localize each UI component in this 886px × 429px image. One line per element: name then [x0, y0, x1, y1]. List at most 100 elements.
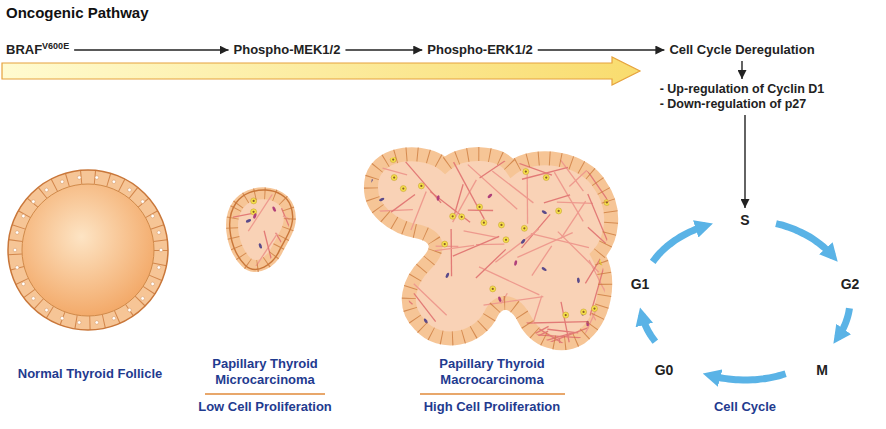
cell-nucleus — [505, 239, 507, 241]
stroma-fiber — [369, 146, 382, 179]
cell-nucleus — [45, 308, 49, 312]
macrocarcinoma — [342, 146, 631, 398]
stroma-fiber — [605, 289, 631, 305]
tumor-cell — [523, 169, 529, 175]
tumor-cell — [418, 183, 424, 189]
stroma-fiber — [383, 168, 408, 175]
stroma-fiber — [557, 202, 593, 203]
cell-nucleus — [32, 200, 36, 204]
cycle-phase: S — [738, 211, 751, 229]
tumor-cell — [503, 237, 509, 243]
stroma-fiber — [491, 324, 524, 333]
cell-nucleus — [492, 288, 494, 290]
tumor-cell — [607, 284, 613, 290]
stroma-fiber — [569, 345, 628, 376]
stroma-fiber — [492, 171, 533, 203]
cell-nucleus — [478, 206, 480, 208]
stroma-fiber — [399, 344, 410, 398]
cell-nucleus — [593, 307, 595, 309]
tumor-cell — [490, 286, 496, 292]
cell-nucleus — [604, 340, 606, 342]
cell-nucleus — [60, 316, 64, 320]
cell-nucleus — [13, 248, 17, 252]
stroma-fiber — [490, 153, 552, 176]
stromal-cell — [541, 266, 547, 271]
cell-nucleus — [582, 311, 584, 313]
stroma-fiber — [374, 271, 413, 304]
cycle-arrow — [837, 308, 849, 338]
cell-nucleus — [461, 216, 463, 218]
tumor-cell — [459, 214, 465, 220]
tumor-cell — [442, 241, 448, 247]
tumor-cell — [391, 175, 397, 181]
stroma-fiber — [531, 234, 589, 248]
cell-nucleus — [15, 231, 19, 235]
stroma-fiber — [554, 172, 583, 221]
stroma-fiber — [569, 151, 607, 186]
stroma-fiber — [517, 339, 543, 357]
effect-list: - Up-regulation of Cyclin D1- Down-regul… — [660, 82, 825, 112]
stromal-cell — [253, 213, 258, 219]
stroma-fiber — [343, 210, 413, 213]
stromal-cell — [516, 341, 522, 344]
tumor-cell — [400, 186, 406, 192]
stroma-fiber — [226, 265, 247, 292]
stroma-fiber — [561, 302, 574, 364]
stroma-fiber — [592, 314, 619, 363]
stroma-fiber — [407, 192, 427, 242]
node-text: G1 — [631, 276, 650, 292]
microcarcinoma — [206, 190, 333, 301]
stromal-cell — [514, 260, 518, 266]
stromal-cell — [379, 197, 385, 202]
cell-nucleus — [60, 180, 64, 184]
stroma-fiber — [487, 326, 548, 358]
cell-nucleus — [128, 308, 132, 312]
cell-nucleus — [159, 248, 163, 252]
stromal-cell — [258, 243, 262, 249]
stroma-fiber — [288, 264, 304, 301]
stromal-cell — [487, 193, 493, 199]
cell-nucleus — [151, 282, 155, 286]
node-text: M — [816, 362, 828, 378]
cell-nucleus — [525, 170, 527, 172]
illustration-label: Papillary Thyroid Microcarcinoma — [195, 356, 335, 388]
stroma-fiber — [453, 236, 499, 256]
cell-nucleus — [452, 215, 454, 217]
cell-nucleus — [500, 224, 502, 226]
stromal-cell — [359, 315, 365, 319]
cycle-phase: G1 — [629, 275, 652, 293]
stroma-fiber — [573, 309, 596, 361]
stroma-fiber — [392, 245, 458, 247]
stromal-cell — [377, 291, 381, 297]
superscript-text: V600E — [42, 41, 69, 51]
tumor-cell — [602, 338, 608, 344]
cell-nucleus — [483, 222, 485, 224]
stroma-fiber — [587, 170, 625, 225]
stroma-fiber — [430, 191, 470, 222]
stroma-fiber — [264, 231, 272, 264]
stroma-fiber — [544, 195, 570, 203]
stroma-fiber — [276, 262, 313, 269]
cell-nucleus — [157, 231, 161, 235]
stroma-fiber — [414, 284, 447, 316]
cell-nucleus — [402, 187, 404, 189]
label-rule — [205, 393, 325, 395]
illustration-label: Normal Thyroid Follicle — [18, 366, 162, 382]
tumor-cell — [477, 204, 483, 210]
stroma-fiber — [406, 162, 441, 203]
stroma-fiber — [453, 180, 477, 222]
tumor-cell — [481, 220, 487, 226]
tumor-cell — [591, 306, 597, 312]
stroma-fiber — [342, 303, 376, 349]
tumor-cell — [521, 225, 527, 231]
stroma-fiber — [391, 195, 415, 213]
stroma-fiber — [481, 293, 508, 339]
tumor-cell — [390, 157, 396, 163]
cell-nucleus — [565, 314, 567, 316]
label-rule — [420, 393, 565, 395]
cell-nucleus — [128, 188, 132, 192]
tumor-cell — [231, 254, 237, 260]
proliferation-label: High Cell Proliferation — [424, 399, 561, 415]
cell-nucleus — [95, 321, 99, 325]
cell-nucleus — [232, 256, 234, 258]
